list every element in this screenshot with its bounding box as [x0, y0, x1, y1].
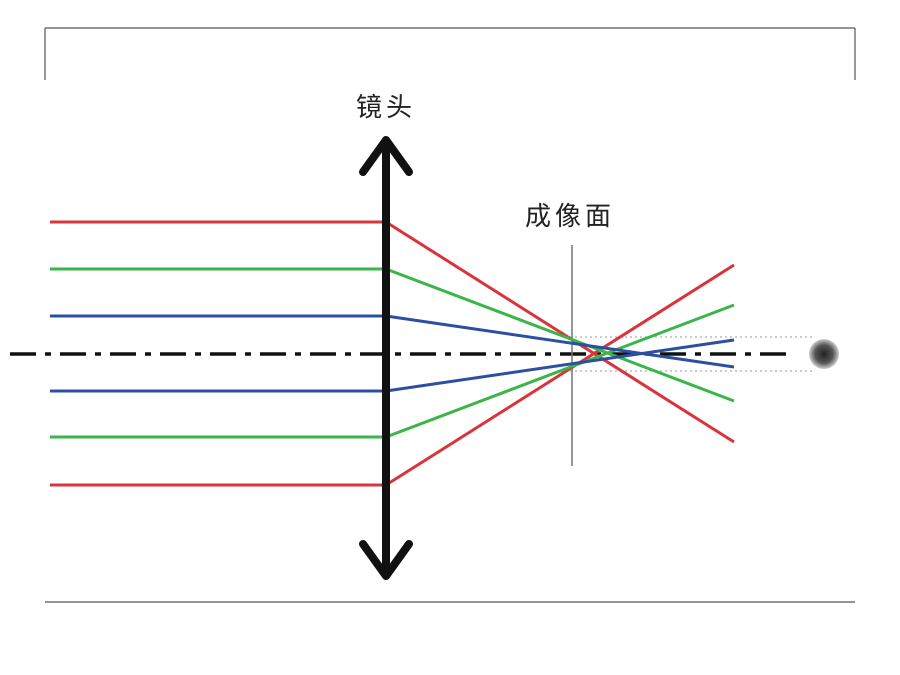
- lens-label: 镜头: [356, 93, 416, 123]
- lens-arrow: [359, 136, 413, 580]
- image-plane-label: 成像面: [525, 202, 615, 232]
- point-source-dot: [809, 339, 839, 369]
- blue-ray-bottom: [50, 338, 735, 393]
- green-ray-top: [50, 267, 735, 403]
- red-ray-top: [50, 220, 735, 444]
- blue-ray-top: [50, 314, 735, 369]
- lens-arrowhead-top: [359, 136, 413, 176]
- diagram-frame: [44, 27, 856, 603]
- red-ray-bottom: [50, 263, 735, 487]
- focal-region-outline: [570, 336, 815, 372]
- lens-arrowhead-bottom: [359, 540, 413, 580]
